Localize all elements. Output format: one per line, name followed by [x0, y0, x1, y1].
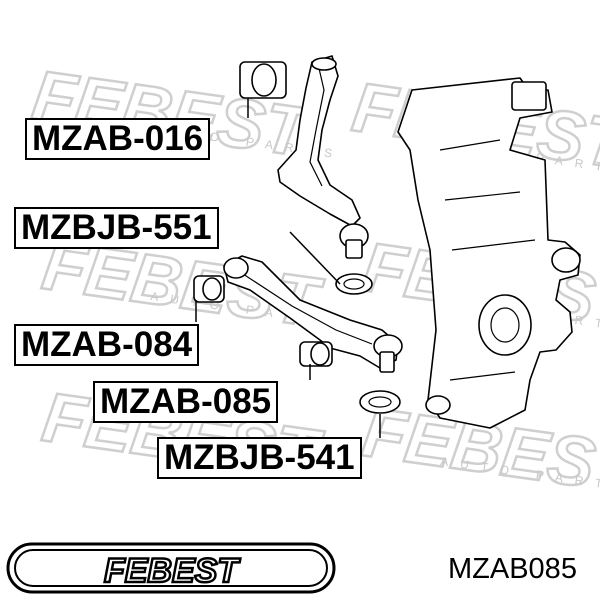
- part-number: MZAB085: [448, 553, 577, 585]
- callout-mzbjb-541: MZBJB-541: [157, 437, 362, 479]
- logo-text: FEBEST: [104, 552, 241, 590]
- callout-mzbjb-551: MZBJB-551: [14, 207, 219, 249]
- lower-control-arm: [223, 255, 399, 369]
- bushing-mzab-016: [239, 61, 287, 118]
- callout-mzab-084: MZAB-084: [14, 324, 200, 366]
- ball-joint-mzbjb-541: [359, 334, 403, 438]
- callout-mzab-016: MZAB-016: [25, 118, 211, 160]
- bushing-mzab-085: [299, 341, 333, 380]
- ball-joint-mzbjb-551: [289, 223, 373, 295]
- upper-control-arm: [277, 55, 361, 227]
- callout-mzab-085: MZAB-085: [93, 381, 279, 423]
- bushing-mzab-084: [193, 275, 225, 322]
- febest-logo: FEBEST: [6, 542, 336, 594]
- steering-knuckle: [397, 77, 581, 429]
